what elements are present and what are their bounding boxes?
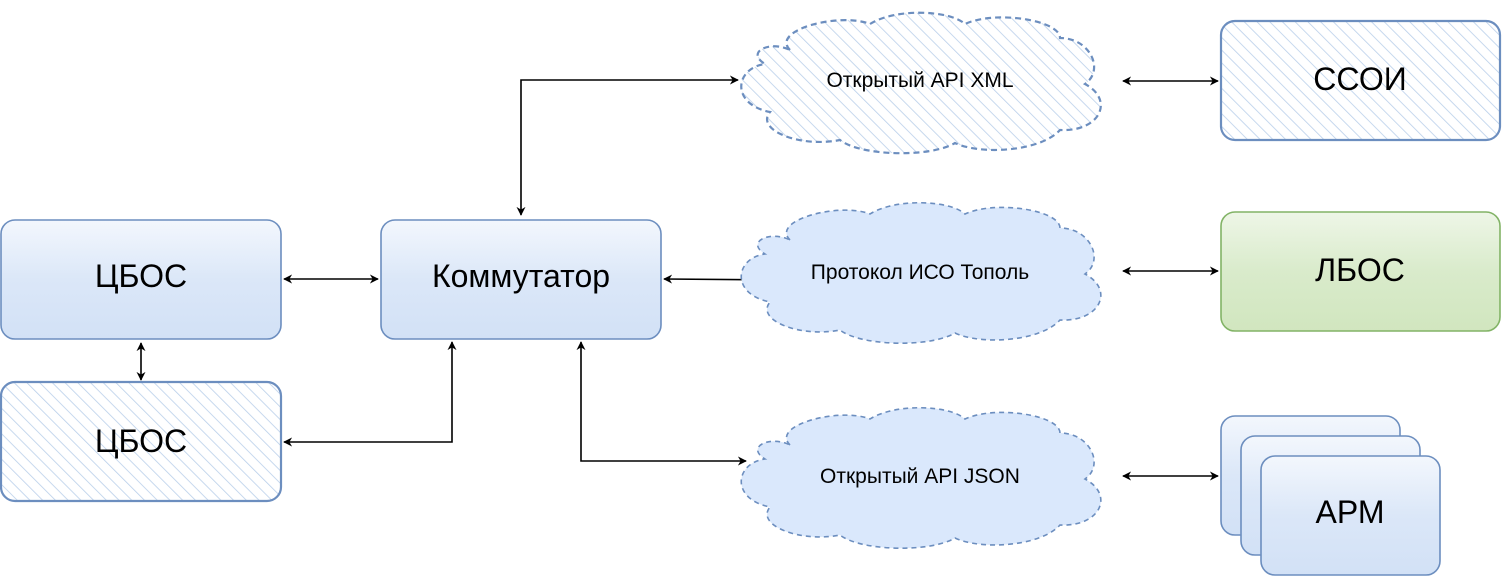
node-arm-label: АРМ xyxy=(1316,494,1385,530)
node-lbos: ЛБОС xyxy=(1220,211,1501,332)
node-cbos-top: ЦБОС xyxy=(0,219,282,340)
cloud-iso-topol: Протокол ИСО Тополь xyxy=(740,201,1102,344)
cloud-api-xml-label: Открытый API XML xyxy=(826,69,1013,92)
edge-cbos2-kommutator xyxy=(283,341,457,447)
edge-kommutator-json xyxy=(576,341,747,466)
node-cbos-bottom-label: ЦБОС xyxy=(95,423,187,459)
cloud-api-xml: Открытый API XML xyxy=(740,11,1102,155)
node-ssoi: ССОИ xyxy=(1219,19,1502,142)
node-kommutator: Коммутатор xyxy=(380,219,662,340)
edge-kommutator-xml xyxy=(516,75,739,216)
node-lbos-label: ЛБОС xyxy=(1315,252,1405,288)
cloud-api-json-label: Открытый API JSON xyxy=(820,465,1020,488)
node-cbos-top-label: ЦБОС xyxy=(95,258,187,294)
cloud-iso-topol-label: Протокол ИСО Тополь xyxy=(811,261,1029,284)
node-ssoi-label: ССОИ xyxy=(1313,61,1406,97)
node-cbos-bottom: ЦБОС xyxy=(0,380,283,503)
node-kommutator-label: Коммутатор xyxy=(432,258,610,294)
node-arm-stack: АРМ xyxy=(1220,415,1441,576)
connectors xyxy=(136,75,1219,481)
cloud-api-json: Открытый API JSON xyxy=(740,406,1102,549)
